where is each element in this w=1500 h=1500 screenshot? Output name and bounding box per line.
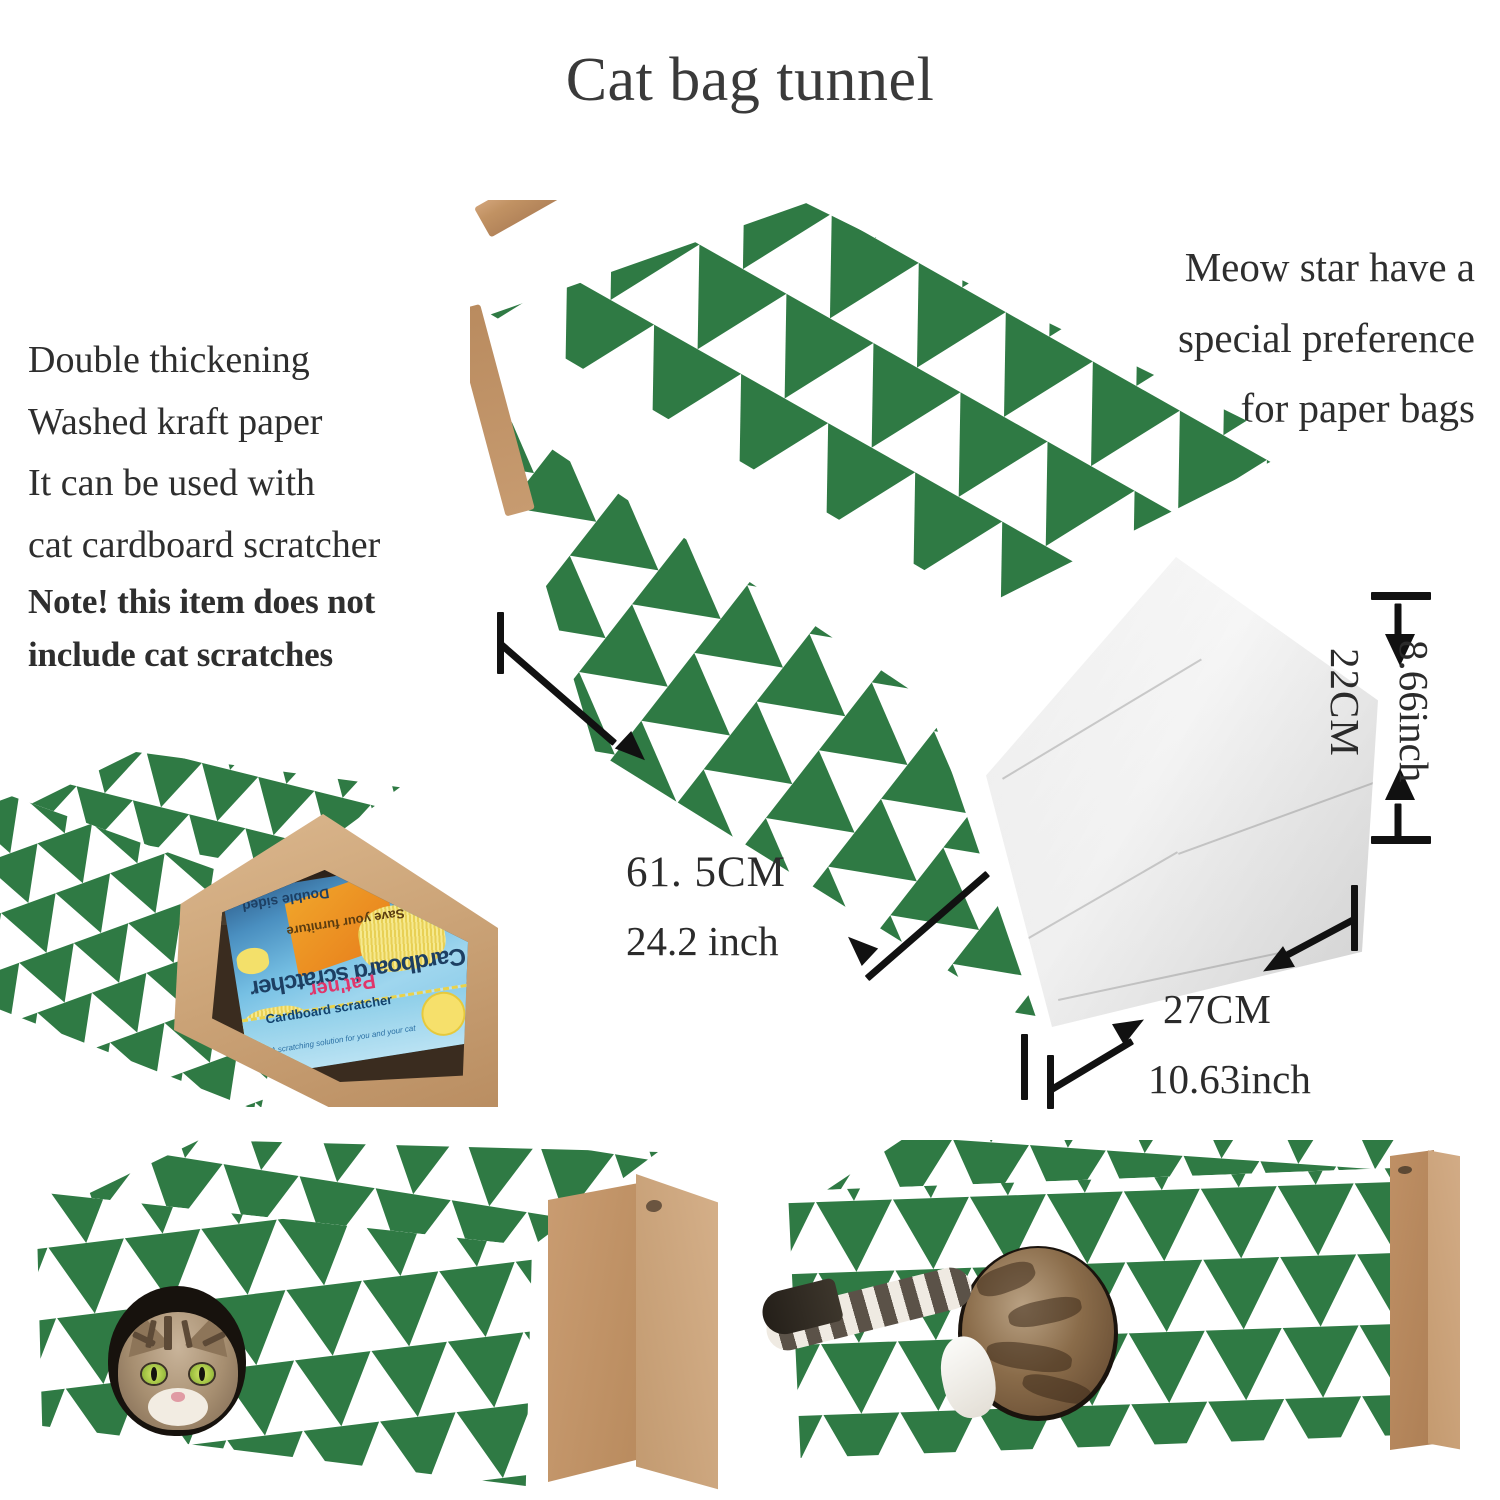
bag-closed-end: [986, 557, 1378, 1027]
cat-ear-left: [118, 1312, 171, 1358]
kraft-paper-spine: [470, 200, 834, 568]
page-title: Cat bag tunnel: [565, 46, 935, 114]
feature-line: cat cardboard scratcher: [28, 523, 381, 566]
feature-line: Double thickening: [28, 339, 310, 381]
left-feature-text-block: Double thickening Washed kraft paper It …: [28, 330, 498, 681]
dim-tick: [1021, 1034, 1028, 1100]
feature-line: special preference: [1177, 314, 1475, 361]
hero-product-photo: [470, 200, 1390, 1030]
cat-peek-hole: [108, 1286, 246, 1436]
bag-open-mouth: Double sided Save your furniture Cardboa…: [174, 814, 498, 1107]
dim-tick: [1047, 1055, 1054, 1109]
kraft-notch: [643, 263, 685, 299]
tunnel-photo-cat-face: [28, 1140, 718, 1495]
right-feature-text-block: Meow star have a special preference for …: [900, 232, 1475, 444]
cat-body-exiting-hole: [760, 1236, 1160, 1436]
tunnel-photo-cat-body: [760, 1140, 1460, 1490]
dimension-width-inch: 10.63inch: [1148, 1056, 1311, 1102]
dim-height-line-top: [1394, 603, 1402, 642]
note-line: include cat scratches: [28, 634, 333, 674]
kraft-paper-opening: [528, 1174, 718, 1495]
open-end-bag-photo: Double sided Save your furniture Cardboa…: [0, 752, 500, 1107]
feature-line: Washed kraft paper: [28, 400, 323, 443]
kraft-paper-opening: [1390, 1144, 1460, 1462]
feature-line: for paper bags: [1240, 385, 1475, 432]
feature-line: Meow star have a: [1184, 244, 1475, 290]
note-line: Note! this item does not: [28, 582, 376, 622]
cat-head: [118, 1312, 238, 1430]
cat-ear-right: [185, 1312, 238, 1358]
dimension-height-inch: 8.66inch: [1391, 640, 1437, 783]
dim-width-line-b: [1048, 1038, 1135, 1094]
feature-line: It can be used with: [28, 462, 316, 505]
dim-height-line-bottom: [1394, 803, 1402, 842]
